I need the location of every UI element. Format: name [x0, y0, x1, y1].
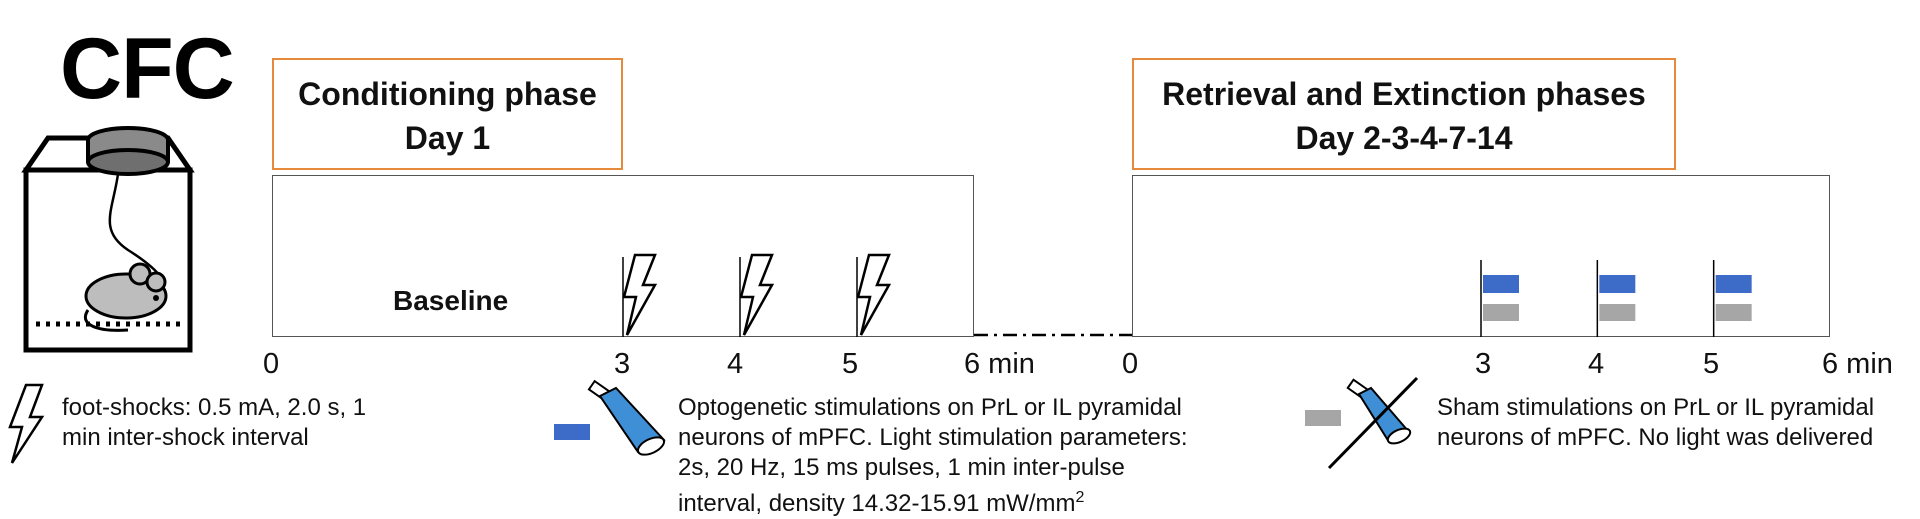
retrieval-phase-title: Retrieval and Extinction phases [1162, 76, 1646, 112]
lightning-bolt-icon [739, 253, 775, 336]
cond-tick-3: 3 [614, 348, 631, 380]
lightning-bolt-icon [622, 253, 658, 336]
shock-legend-text: foot-shocks: 0.5 mA, 2.0 s, 1 min inter-… [62, 394, 367, 451]
baseline-label: Baseline [393, 285, 509, 316]
ret-tick-3: 3 [1475, 348, 1492, 380]
retrieval-phase-day: Day 2-3-4-7-14 [1295, 120, 1513, 156]
opto-stimulation-bar [1483, 275, 1519, 293]
retrieval-phase-box: Retrieval and Extinction phases Day 2-3-… [1132, 58, 1676, 170]
ret-tick-6: 6 min [1822, 348, 1893, 380]
conditioning-phase-day: Day 1 [404, 120, 491, 156]
time-gap-connector [974, 333, 1132, 337]
ret-tick-4: 4 [1588, 348, 1605, 380]
cond-tick-6: 6 min [964, 348, 1035, 380]
opto-legend-text: Optogenetic stimulations on PrL or IL py… [678, 394, 1188, 517]
fear-conditioning-chamber-icon [21, 126, 195, 353]
cond-tick-0: 0 [263, 348, 280, 380]
cond-tick-4: 4 [727, 348, 744, 380]
conditioning-phase-box: Conditioning phase Day 1 [272, 58, 623, 170]
opto-stimulation-bar [1715, 275, 1752, 293]
sham-stimulation-bar [1715, 304, 1752, 321]
cond-tick-5: 5 [842, 348, 859, 380]
sham-legend-text: Sham stimulations on PrL or IL pyramidal… [1437, 394, 1875, 451]
opto-stimulation-legend-icon [554, 379, 666, 456]
lightning-bolt-icon [8, 383, 45, 464]
ret-tick-5: 5 [1703, 348, 1720, 380]
conditioning-phase-title: Conditioning phase [298, 76, 597, 112]
lightning-bolt-icon [856, 253, 892, 336]
sham-stimulation-bar [1599, 304, 1636, 321]
cfc-title: CFC [60, 21, 235, 117]
opto-stimulation-bar [1599, 275, 1636, 293]
sham-stimulation-bar [1483, 304, 1519, 321]
ret-tick-0: 0 [1122, 348, 1139, 380]
sham-stimulation-legend-icon [1305, 376, 1419, 470]
